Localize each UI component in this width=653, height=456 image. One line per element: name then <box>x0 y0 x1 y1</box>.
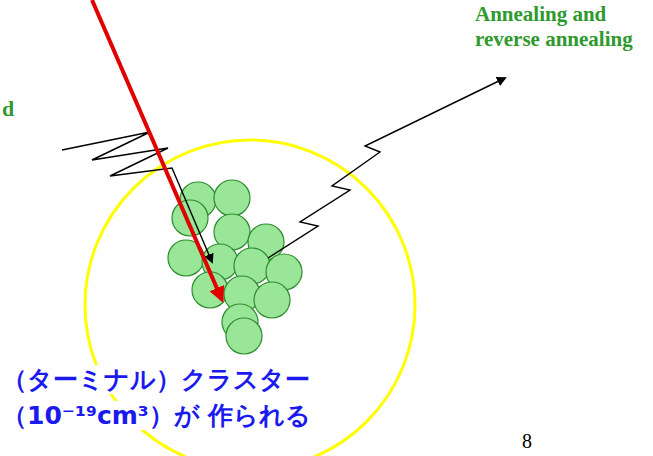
page-number: 8 <box>522 430 532 453</box>
cut-label: d <box>2 96 14 122</box>
zigzag-arrow <box>268 78 505 258</box>
annotation-label: Annealing and reverse annealing <box>475 2 650 52</box>
incident-particle <box>92 0 222 300</box>
zigzag-line <box>62 132 212 262</box>
cluster-note: （ターミナル）クラスター（10⁻¹⁹cm³）が 作られる <box>2 362 472 435</box>
